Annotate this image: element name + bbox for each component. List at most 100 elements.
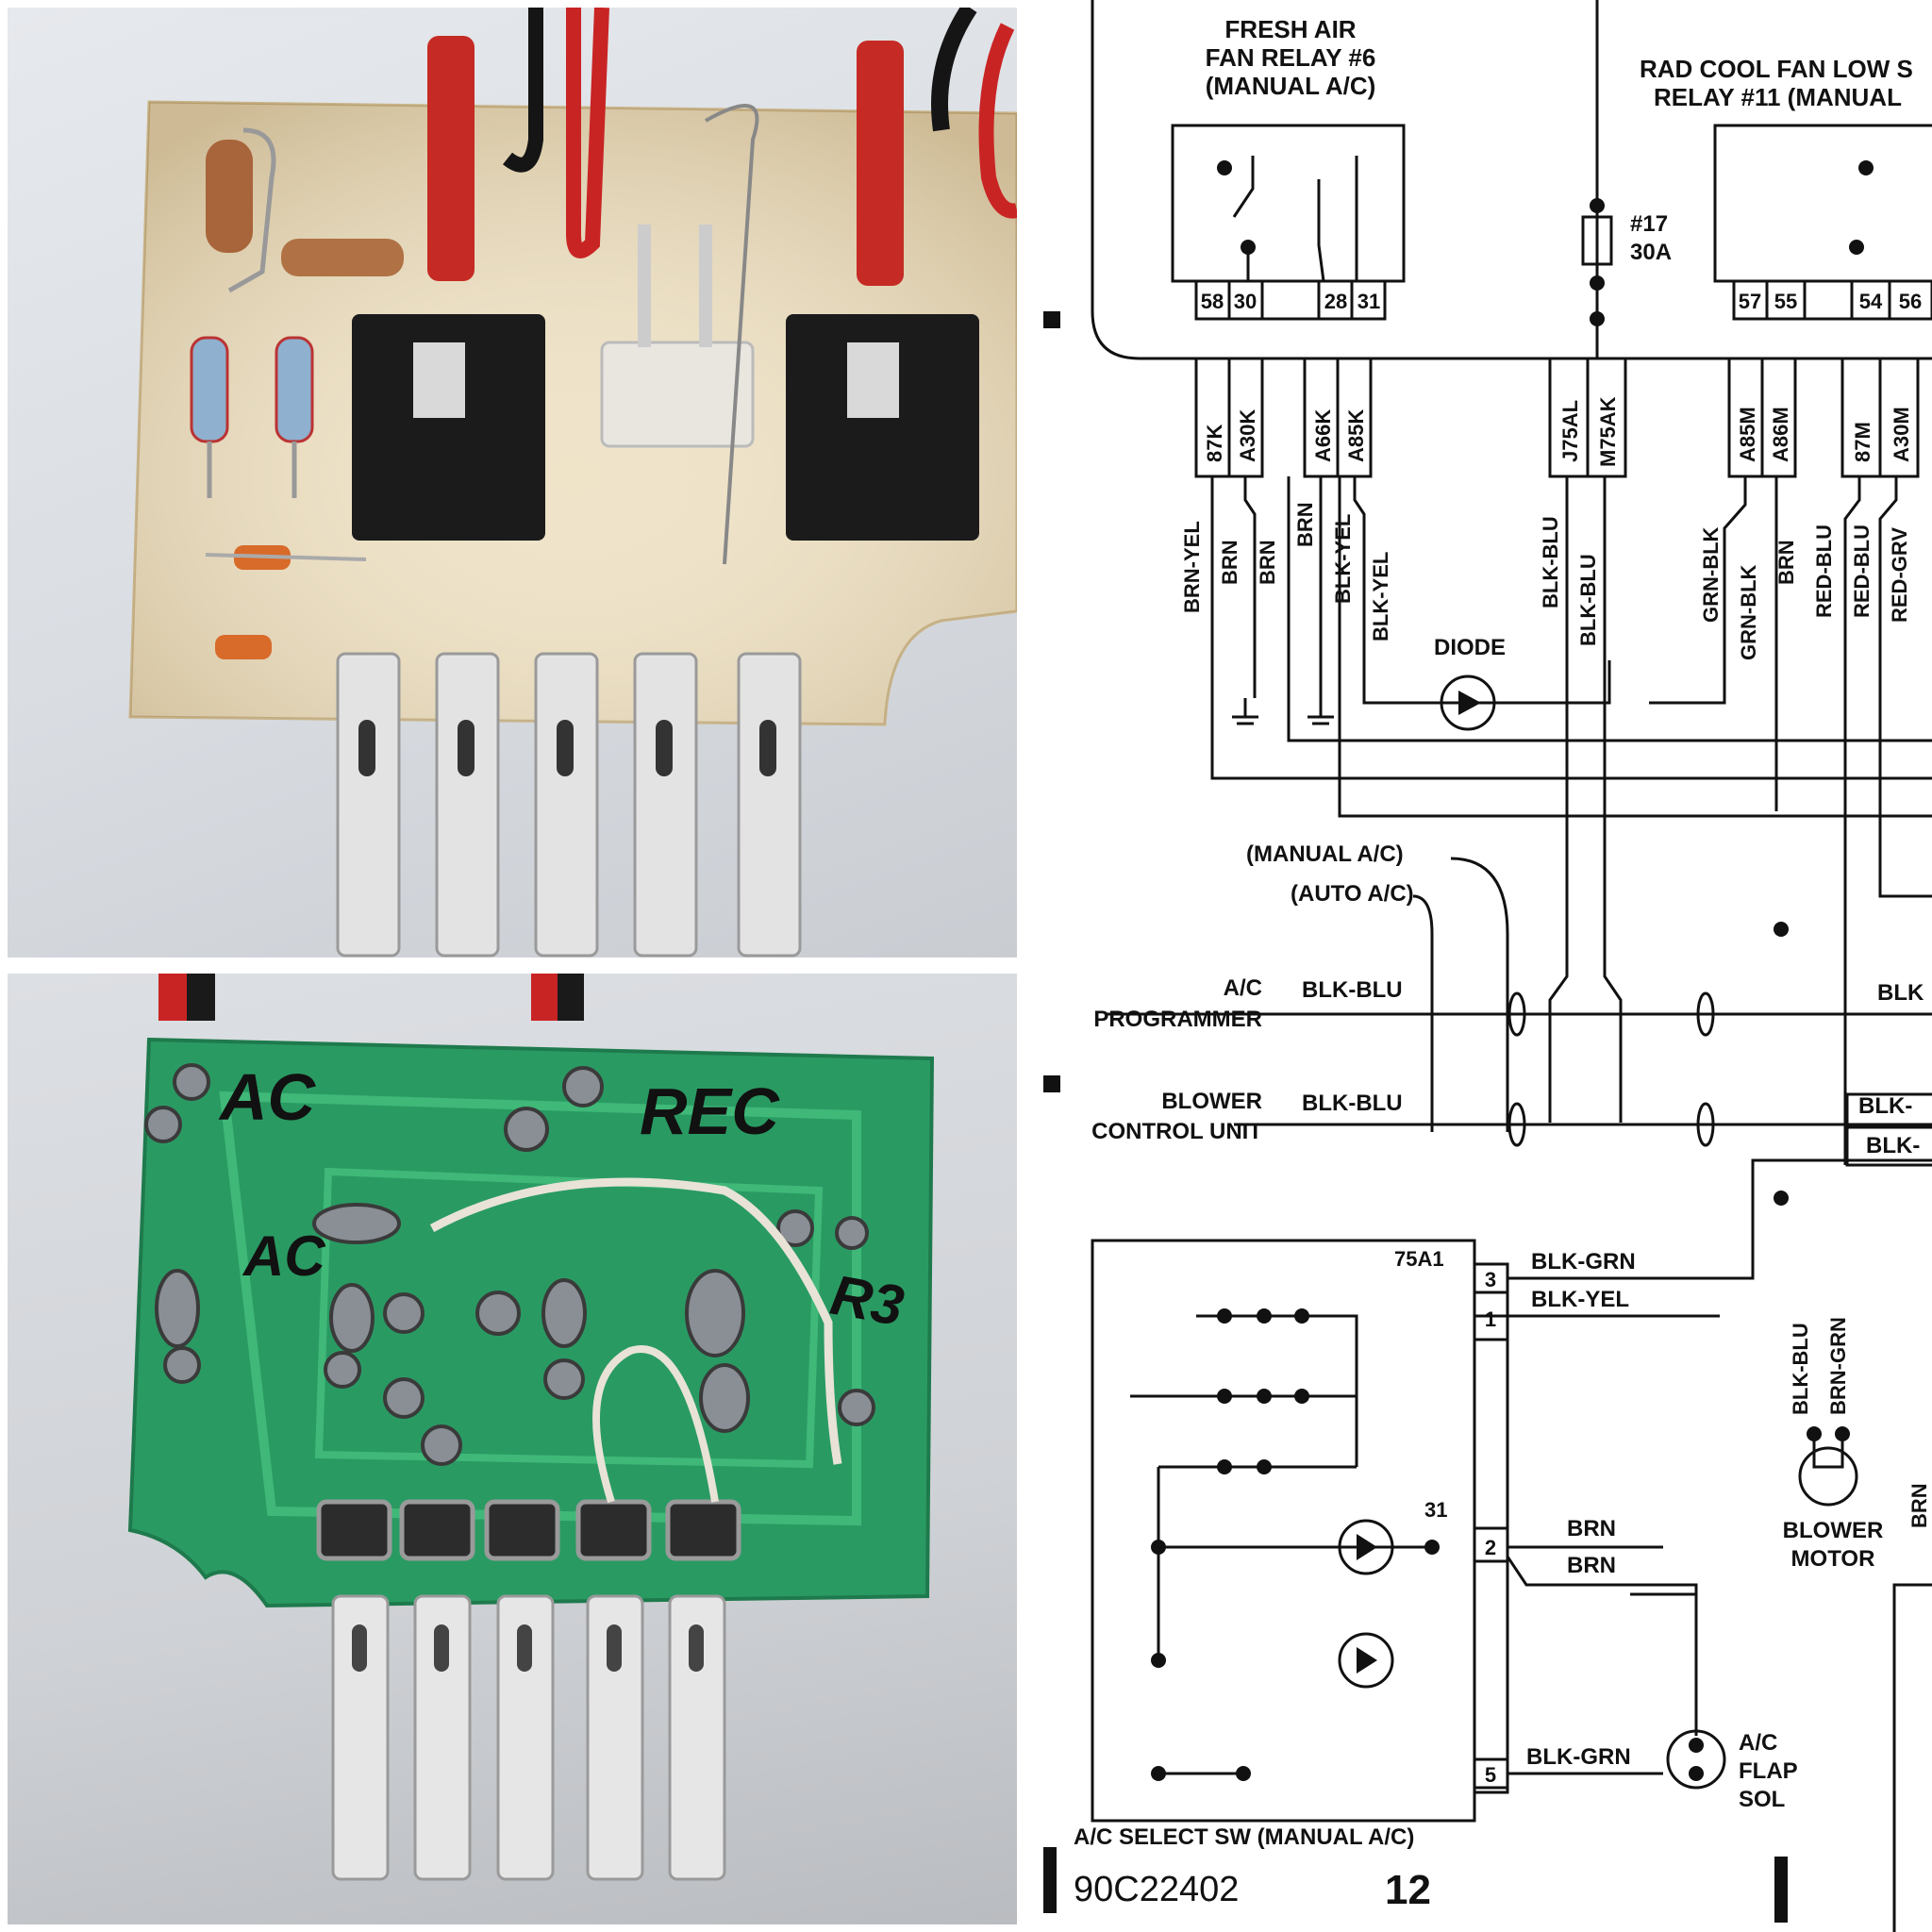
relay <box>352 314 545 541</box>
connector-label: 87M <box>1851 422 1874 462</box>
connector-label: A85K <box>1344 409 1368 462</box>
diode-label: DIODE <box>1434 635 1506 660</box>
switch-pin: 1 <box>1485 1307 1496 1331</box>
switch-wire-label: BLK-GRN <box>1531 1249 1636 1274</box>
motor-wire-label: BRN-GRN <box>1826 1317 1850 1415</box>
relay2-pin: 54 <box>1859 290 1883 313</box>
center-connector <box>600 341 755 448</box>
fresh-air-relay-box <box>1171 124 1406 283</box>
wire-label: BLK-BLU <box>1539 516 1562 608</box>
relay1-title-line3: (MANUAL A/C) <box>1206 72 1376 100</box>
resistor <box>275 336 314 443</box>
wire-label: GRN-BLK <box>1699 526 1723 623</box>
programmer-wire-label: BLK-BLU <box>1302 977 1403 1003</box>
bottom-photo: AC REC AC R3 <box>8 974 1017 1924</box>
connector-label: 87K <box>1203 425 1226 462</box>
page-number: 12 <box>1385 1867 1431 1913</box>
wire-label: BLK-YEL <box>1369 552 1392 641</box>
switch-pin: 5 <box>1485 1763 1496 1787</box>
switch-title: A/C SELECT SW (MANUAL A/C) <box>1074 1824 1414 1850</box>
switch-wire-label: BRN <box>1567 1516 1616 1541</box>
blower-motor-label-line1: BLOWER <box>1783 1518 1884 1543</box>
wire-label: BRN-YEL <box>1180 521 1204 613</box>
wire-label: BRN <box>1218 540 1241 585</box>
node-31-label: 31 <box>1424 1498 1447 1522</box>
relay-tab <box>427 36 475 281</box>
switch-wire-label: BLK-YEL <box>1531 1287 1629 1312</box>
bottom-board-illustration: AC REC AC R3 <box>127 974 935 1881</box>
relay1-title-line1: FRESH AIR <box>1224 15 1356 43</box>
handwriting-ac-top: AC <box>218 1060 317 1134</box>
top-board-illustration <box>128 8 1017 958</box>
relay <box>786 314 979 541</box>
programmer-label-line1: A/C <box>1224 975 1262 1001</box>
wire-label: GRN-BLK <box>1737 564 1760 660</box>
connector-label: A86M <box>1769 407 1792 462</box>
spade-terminals <box>336 652 802 958</box>
connector-label: M75AK <box>1596 396 1620 467</box>
terminal-pads <box>316 1499 741 1561</box>
connector-label: A30K <box>1236 409 1259 462</box>
wire-label: RED-GRV <box>1888 527 1911 623</box>
manual-ac-label: (MANUAL A/C) <box>1246 841 1404 867</box>
auto-ac-label: (AUTO A/C) <box>1291 881 1414 907</box>
blower-wire-label: BLK-BLU <box>1302 1091 1403 1116</box>
schematic-drawing: FRESH AIR FAN RELAY #6 (MANUAL A/C) 58 3… <box>1043 0 1932 1932</box>
programmer-label-line2: PROGRAMMER <box>1093 1007 1262 1032</box>
connector-label: A85M <box>1736 407 1759 462</box>
fuse-17 <box>1581 215 1613 266</box>
handwriting-r3: R3 <box>826 1263 908 1338</box>
blower-wire-right1: BLK- <box>1858 1093 1912 1119</box>
relay1-pin: 30 <box>1234 290 1257 313</box>
wire-label: BLK-YEL <box>1331 514 1355 604</box>
relay1-pin: 31 <box>1357 290 1380 313</box>
wire-label: BRN <box>1256 540 1279 585</box>
wire-label: BLK-BLU <box>1576 554 1600 646</box>
wiring-schematic: FRESH AIR FAN RELAY #6 (MANUAL A/C) 58 3… <box>1036 0 1932 1932</box>
splice-label: 75A1 <box>1394 1247 1444 1271</box>
resistor <box>206 140 253 253</box>
blower-wire-right2: BLK- <box>1866 1133 1920 1158</box>
relay2-pin: 57 <box>1739 290 1761 313</box>
switch-wire-label: BRN <box>1567 1553 1616 1578</box>
connector-label: A30M <box>1890 407 1913 462</box>
fuse-rating: 30A <box>1630 240 1672 265</box>
sol-label-line3: SOL <box>1739 1787 1785 1812</box>
right-wire-label: BRN <box>1907 1483 1931 1528</box>
programmer-wire-right: BLK <box>1877 980 1924 1006</box>
wire-label: RED-BLU <box>1812 525 1836 618</box>
document-id: 90C22402 <box>1074 1870 1239 1909</box>
switch-wire-label: BLK-GRN <box>1526 1744 1631 1770</box>
blower-label-line1: BLOWER <box>1161 1089 1262 1114</box>
switch-pin: 2 <box>1485 1536 1496 1559</box>
resistor <box>190 336 229 443</box>
blower-motor-label-line2: MOTOR <box>1791 1546 1875 1572</box>
resistor <box>281 239 404 276</box>
sol-label-line1: A/C <box>1739 1730 1777 1756</box>
rad-cool-relay-box <box>1713 124 1932 283</box>
relay-tab <box>857 41 904 286</box>
handwriting-rec: REC <box>640 1074 780 1148</box>
fuse-number: #17 <box>1630 211 1668 237</box>
top-photo <box>8 8 1017 958</box>
wire-label: RED-BLU <box>1850 525 1874 618</box>
blower-motor-symbol <box>1798 1446 1858 1507</box>
relay2-pin: 55 <box>1774 290 1797 313</box>
wire-label: BRN <box>1774 540 1798 585</box>
relay2-pin: 56 <box>1899 290 1922 313</box>
relay2-title-line2: RELAY #11 (MANUAL <box>1654 83 1902 111</box>
motor-wire-label: BLK-BLU <box>1789 1323 1812 1415</box>
diode <box>215 635 272 659</box>
ac-flap-sol-symbol <box>1666 1729 1726 1790</box>
relay2-title-line1: RAD COOL FAN LOW S <box>1640 55 1913 83</box>
relay1-pin: 58 <box>1201 290 1224 313</box>
blower-label-line2: CONTROL UNIT <box>1091 1119 1262 1144</box>
sol-label-line2: FLAP <box>1739 1758 1798 1784</box>
ac-select-switch-frame <box>1091 1239 1476 1823</box>
relay1-pin: 28 <box>1324 290 1347 313</box>
wire-label: BRN <box>1293 502 1317 547</box>
connector-label: J75AL <box>1558 400 1582 462</box>
spade-terminals <box>331 1594 726 1881</box>
connector-label: A66K <box>1311 409 1335 462</box>
diode-symbol <box>1440 675 1496 731</box>
